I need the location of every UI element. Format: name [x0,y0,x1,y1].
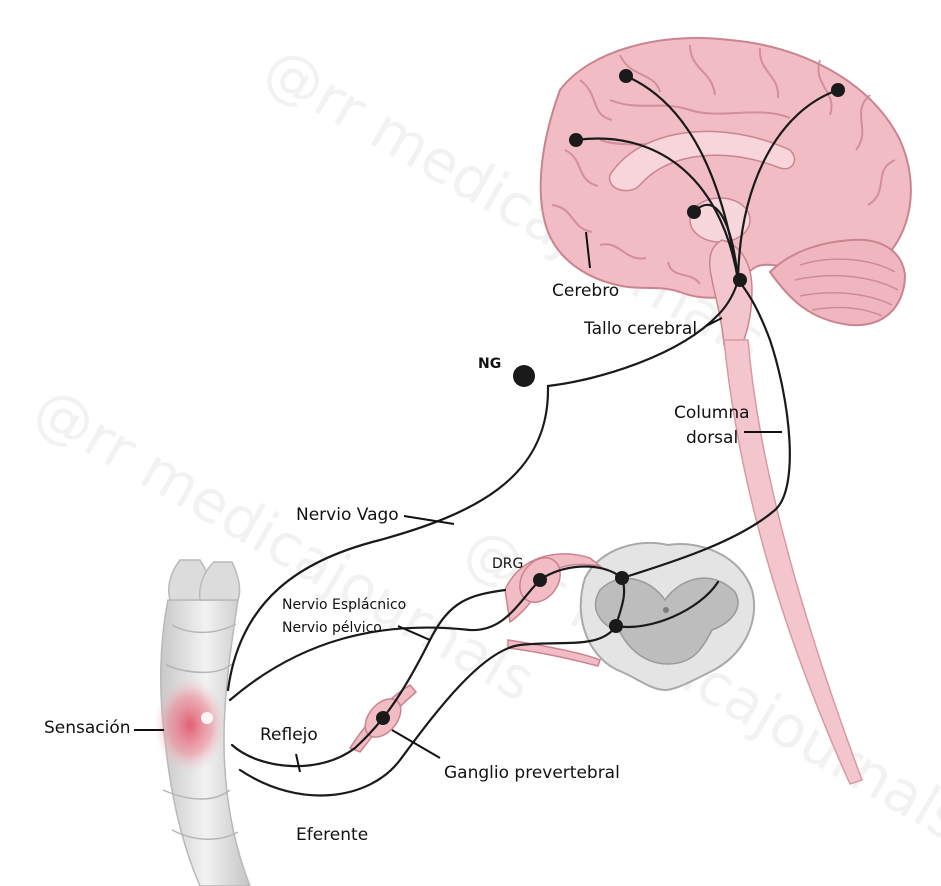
thalamic-neuron [687,205,701,219]
label-dorsal: dorsal [686,428,738,448]
sensation-highlight [201,712,213,724]
central-canal [663,607,669,613]
cortical-neuron-2 [831,83,845,97]
leader-ganglio [392,730,440,758]
label-ng: NG [478,356,501,372]
brainstem-neuron [733,273,747,287]
label-tallo-cerebral: Tallo cerebral [583,319,697,339]
leader-reflejo [296,754,300,772]
dorsal-horn-neuron [615,571,629,585]
label-eferente: Eferente [296,825,368,845]
label-nervio-vago: Nervio Vago [296,505,399,525]
prevertebral-neuron [376,711,390,725]
label-drg: DRG [492,556,523,572]
cortical-neuron-3 [569,133,583,147]
drg-neuron [533,573,547,587]
colon-top-right [200,562,240,600]
ventral-horn-neuron [609,619,623,633]
label-nervio-pelvico: Nervio pélvico [282,620,382,636]
cortical-neuron-1 [619,69,633,83]
label-sensacion: Sensación [44,718,131,738]
colon [154,560,250,886]
sensation-spot [154,677,226,773]
label-nervio-esplacnico: Nervio Esplácnico [282,597,406,613]
label-reflejo: Reflejo [260,725,318,745]
label-ganglio-prevertebral: Ganglio prevertebral [444,763,620,783]
label-columna: Columna [674,403,750,423]
nodose-ganglion-dot [513,365,535,387]
label-cerebro: Cerebro [552,281,619,301]
